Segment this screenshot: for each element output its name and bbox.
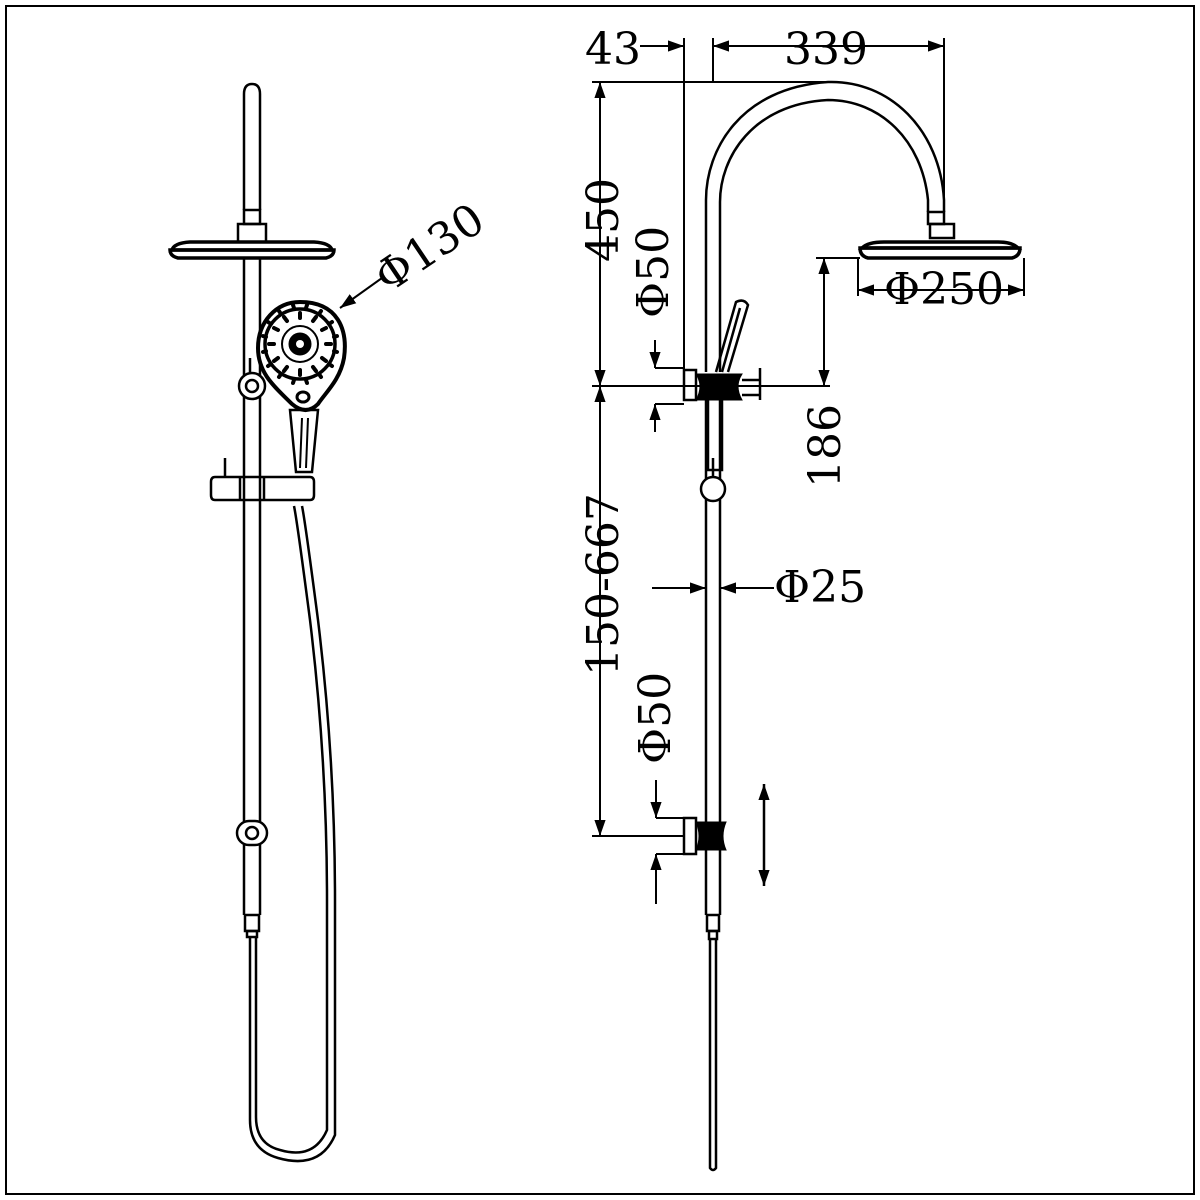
side-handshower — [714, 299, 750, 373]
front-bottom-bracket — [235, 819, 269, 847]
dim-handshower-diameter: Φ130 — [366, 194, 494, 303]
side-rain-rose — [857, 240, 1023, 250]
dim-rose-diameter: Φ250 — [884, 264, 1004, 315]
side-inlet-fitting — [705, 913, 721, 933]
dim-arm-reach: 339 — [784, 24, 868, 75]
dim-rail-diameter: Φ25 — [774, 562, 866, 613]
side-bottom-wall-plate — [682, 816, 698, 856]
handshower-leader — [339, 277, 383, 309]
side-bottom-bracket-block — [695, 821, 727, 851]
dim-rose-drop: 186 — [800, 404, 851, 488]
side-slider-knob — [699, 475, 727, 503]
drawing-border — [5, 5, 1195, 1195]
dim-top-bracket-diameter: Φ50 — [628, 226, 679, 318]
side-view — [682, 80, 1023, 1172]
front-top-bracket-knob — [237, 371, 267, 401]
side-hose — [708, 939, 718, 1172]
side-swivel — [926, 210, 946, 226]
front-rose-neck — [236, 222, 268, 244]
front-handshower-hook — [295, 390, 311, 404]
front-riser-pipe — [242, 82, 262, 210]
front-inlet-fitting — [243, 913, 261, 933]
side-gooseneck-inner — [718, 98, 930, 372]
front-rain-rose — [169, 240, 335, 252]
dim-arm-height: 450 — [578, 178, 629, 262]
front-slider-holder — [209, 475, 316, 502]
front-view — [168, 82, 347, 1163]
dim-wall-offset: 43 — [585, 24, 641, 75]
dim-bottom-bracket-diameter: Φ50 — [630, 672, 681, 764]
front-handshower-handle — [288, 408, 320, 474]
dimension-lines — [339, 38, 1025, 904]
front-hose — [248, 505, 337, 1163]
front-swivel-joint — [242, 208, 262, 226]
front-handshower-nozzles — [261, 303, 339, 385]
dim-rail-height-range: 150-667 — [578, 493, 629, 676]
